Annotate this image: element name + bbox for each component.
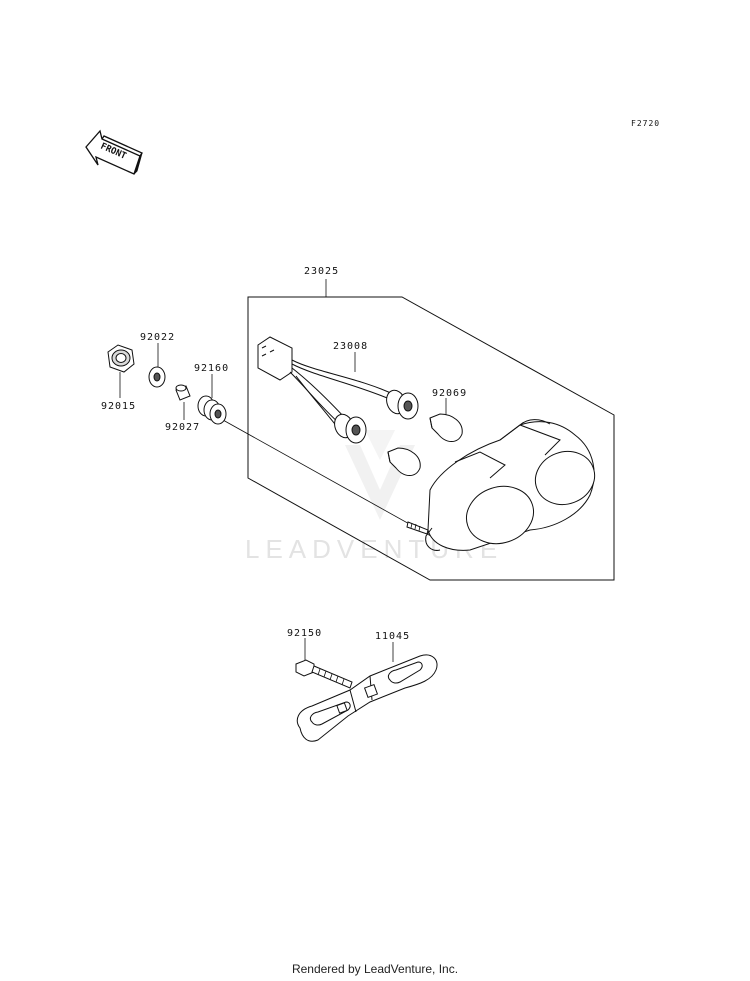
leader-lines	[119, 343, 447, 662]
part-label-92027: 92027	[165, 422, 200, 433]
part-label-92160: 92160	[194, 363, 229, 374]
part-11045-bracket	[296, 654, 438, 742]
part-label-92150: 92150	[287, 628, 322, 639]
part-92069-bulb	[429, 413, 463, 442]
part-label-23008: 23008	[333, 341, 368, 352]
part-label-23025: 23025	[304, 266, 339, 277]
part-92015-nut	[107, 344, 135, 373]
part-label-11045: 11045	[375, 631, 410, 642]
part-23008-harness	[257, 336, 419, 444]
diagram-ref-code: F2720	[631, 119, 660, 128]
front-arrow-icon: FRONT	[85, 129, 143, 175]
part-label-92015: 92015	[101, 401, 136, 412]
assembly-frame-23025	[247, 279, 615, 581]
part-label-92022: 92022	[140, 332, 175, 343]
part-92160-grommet	[197, 395, 227, 425]
part-label-92069: 92069	[432, 388, 467, 399]
tail-light-housing	[406, 419, 596, 551]
part-92150-bolt	[295, 659, 353, 689]
part-92069-bulb-2	[387, 447, 421, 476]
footer-credit: Rendered by LeadVenture, Inc.	[291, 962, 459, 976]
part-92022-washer	[148, 366, 166, 388]
part-92027-collar	[175, 384, 191, 401]
